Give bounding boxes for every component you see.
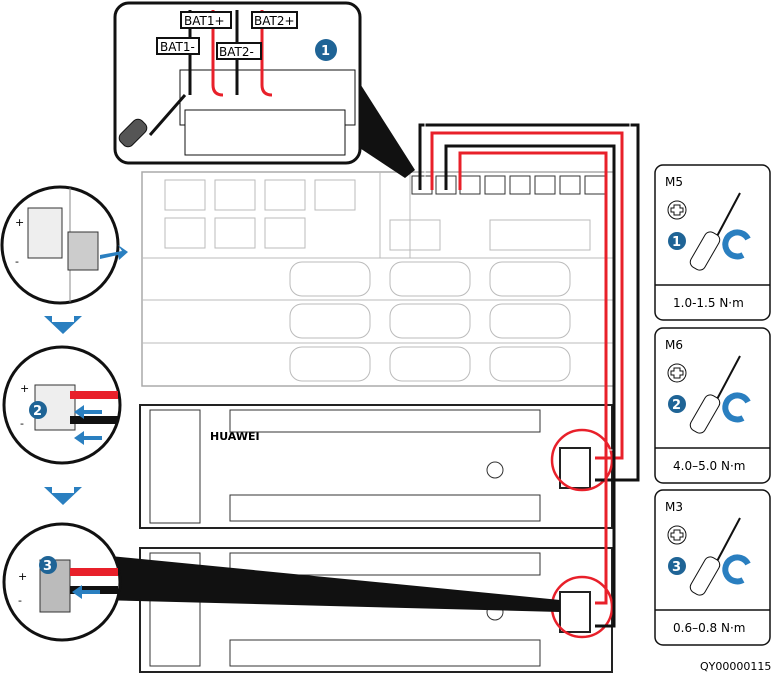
battery-module-1: HUAWEI <box>139 404 614 529</box>
phillips-head-icon <box>667 525 687 545</box>
torque-value: 4.0–5.0 N·m <box>673 459 745 473</box>
svg-text:+: + <box>20 382 29 395</box>
clockwise-rotation-icon <box>722 554 751 585</box>
terminal-highlight-circle <box>550 428 614 492</box>
heat-sink-fins <box>229 409 541 522</box>
svg-text:2: 2 <box>672 398 681 413</box>
torque-value: 1.0-1.5 N·m <box>673 296 744 310</box>
svg-text:-: - <box>20 417 24 430</box>
label-bat1-minus: BAT1- <box>160 40 195 54</box>
svg-text:2: 2 <box>33 404 42 419</box>
svg-text:+: + <box>15 216 24 229</box>
step-badge <box>315 39 337 61</box>
svg-text:1: 1 <box>672 235 681 250</box>
phillips-head-icon <box>667 363 687 383</box>
screwdriver-icon <box>118 94 187 148</box>
step-detail-left-1: + - <box>0 185 128 305</box>
brand-logo: HUAWEI <box>210 430 260 443</box>
svg-text:3: 3 <box>672 560 681 575</box>
svg-text:3: 3 <box>43 559 52 574</box>
phillips-screwdriver-icon <box>689 192 741 271</box>
svg-text:M6: M6 <box>665 338 683 352</box>
svg-text:M5: M5 <box>665 175 683 189</box>
clockwise-rotation-icon <box>722 229 751 260</box>
svg-text:M3: M3 <box>665 500 683 514</box>
svg-text:+: + <box>18 570 27 583</box>
tool-panel-2: M6 2 4.0–5.0 N·m <box>654 327 771 484</box>
label-bat2-minus: BAT2- <box>219 45 254 59</box>
arrow-icon <box>74 431 102 445</box>
tool-panel-3: M3 3 0.6–0.8 N·m <box>654 489 771 646</box>
arrow-icon <box>72 585 100 599</box>
label-bat2-plus: BAT2+ <box>254 14 295 28</box>
arrow-icon <box>74 405 102 419</box>
svg-text:-: - <box>15 255 19 268</box>
down-arrow-icon <box>44 316 82 334</box>
terminal-detail-inset: BAT1+ BAT2+ BAT1- BAT2- 1 <box>113 1 415 178</box>
arrow-icon <box>100 245 128 260</box>
svg-text:1: 1 <box>321 44 330 59</box>
battery-cables <box>418 117 640 628</box>
power-subrack <box>141 171 615 387</box>
phillips-screwdriver-icon <box>689 355 741 434</box>
label-bat1-plus: BAT1+ <box>184 14 225 28</box>
down-arrow-icon <box>44 487 82 505</box>
torque-value: 0.6–0.8 N·m <box>673 621 745 635</box>
clockwise-rotation-icon <box>722 392 751 423</box>
phillips-head-icon <box>667 200 687 220</box>
tool-panel-1: M5 1 1.0-1.5 N·m <box>654 164 771 321</box>
svg-text:-: - <box>18 594 22 607</box>
step-detail-left-2: 2 + - <box>2 345 122 465</box>
figure-code: QY00000115 <box>700 660 771 673</box>
phillips-screwdriver-icon <box>689 517 741 596</box>
step-detail-left-3: 3 + - <box>2 522 560 642</box>
